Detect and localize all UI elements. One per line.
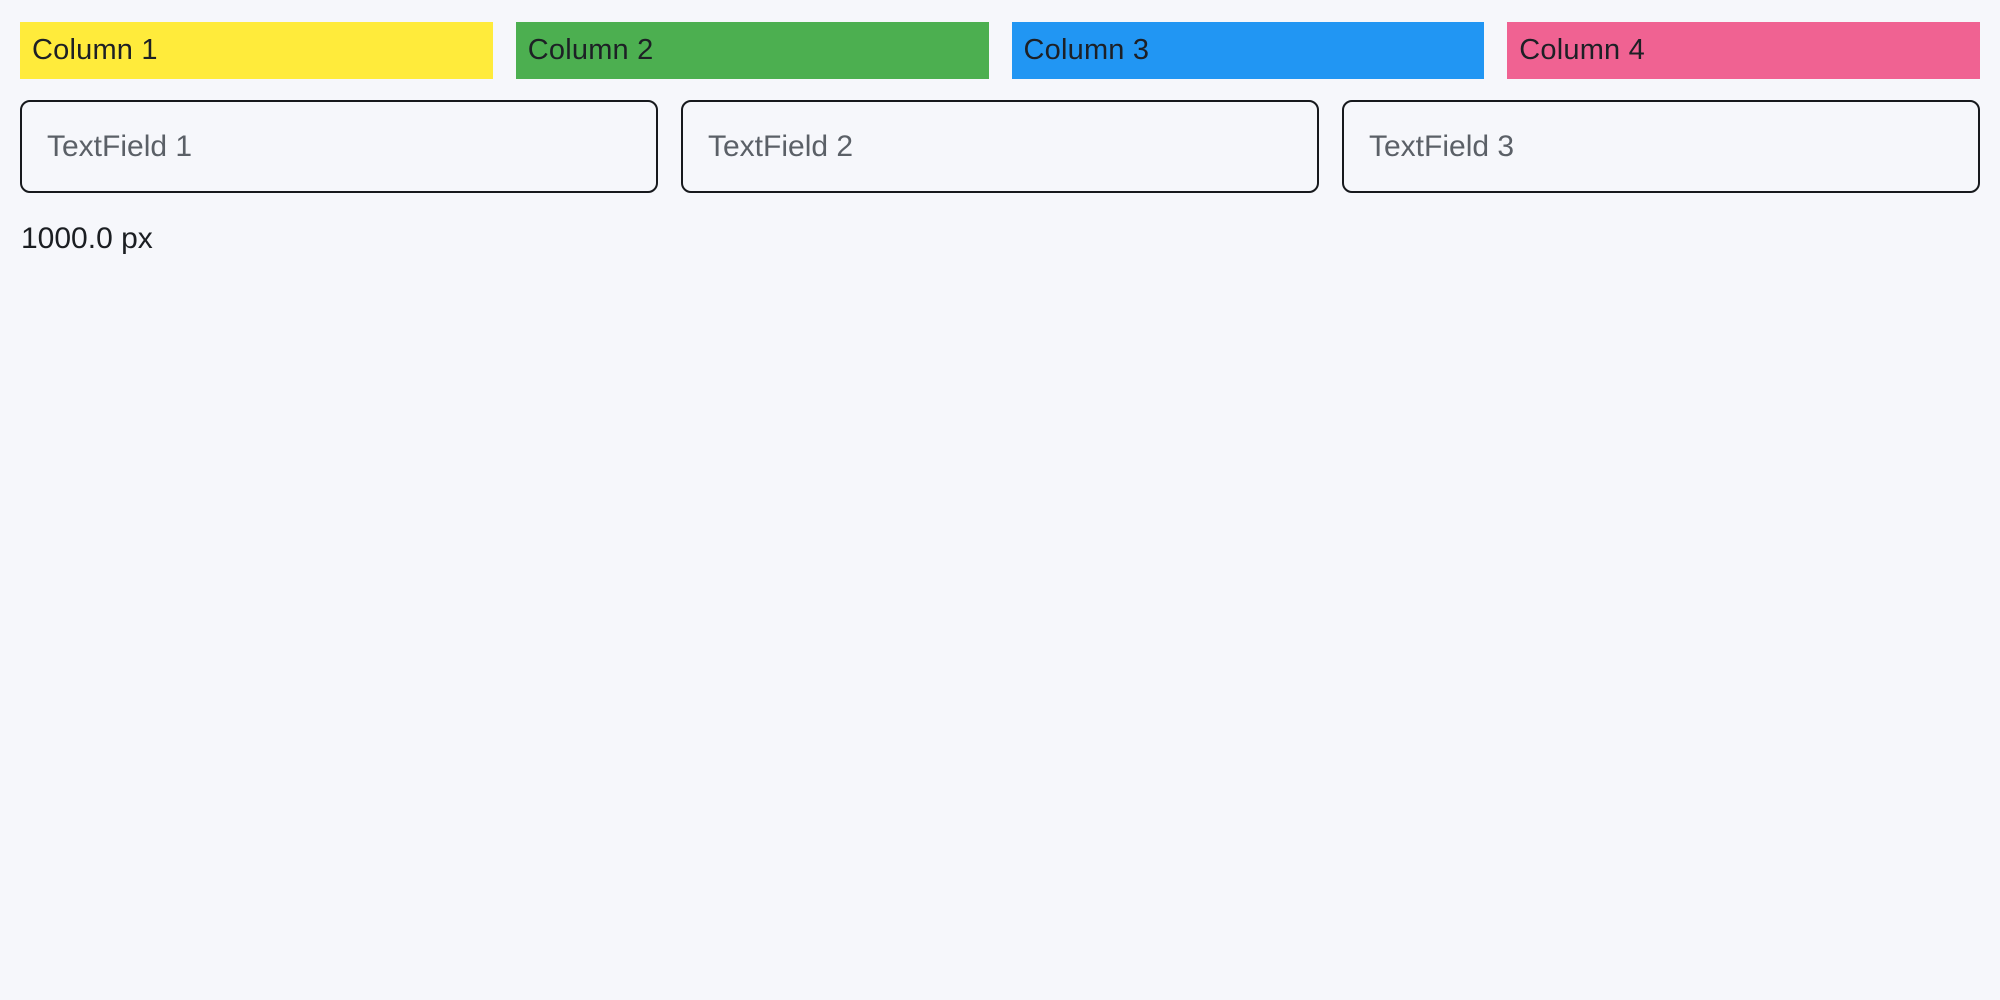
textfield-1[interactable] <box>20 100 658 193</box>
column-3-label: Column 3 <box>1023 34 1150 66</box>
column-block-3: Column 3 <box>1011 22 1485 79</box>
column-block-4: Column 4 <box>1507 22 1980 79</box>
width-readout: 1000.0 px <box>21 222 153 255</box>
textfield-3[interactable] <box>1342 100 1980 193</box>
column-block-2: Column 2 <box>515 22 989 79</box>
column-4-label: Column 4 <box>1519 34 1645 66</box>
column-2-label: Column 2 <box>527 34 654 66</box>
columns-row: Column 1 Column 2 Column 3 Column 4 <box>0 0 2000 79</box>
column-block-1: Column 1 <box>20 22 493 79</box>
column-1-label: Column 1 <box>32 34 158 66</box>
textfield-2[interactable] <box>681 100 1319 193</box>
textfields-row <box>0 79 2000 193</box>
